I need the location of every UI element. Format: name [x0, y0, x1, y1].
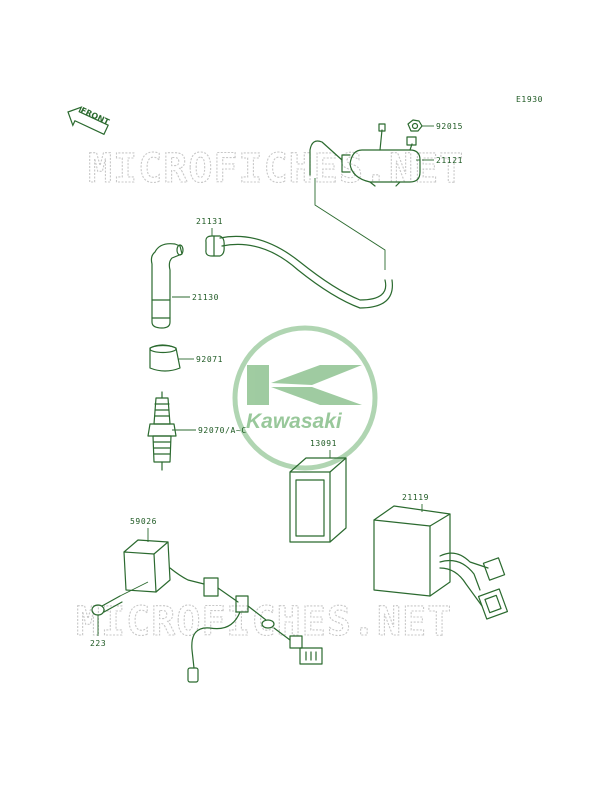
coil-wire-stub: [309, 140, 343, 176]
watermark-top: MICROFICHES.NET: [88, 146, 464, 192]
callout-21131: 21131: [196, 217, 223, 226]
spark-plug-92070: [147, 391, 177, 471]
ignition-coil: [341, 123, 421, 187]
nut-92015: [407, 119, 423, 132]
diagram-code: E1930: [516, 95, 543, 104]
boot-92071: [149, 344, 181, 372]
callout-92071: 92071: [196, 355, 223, 364]
igniter-13091: [289, 457, 347, 543]
callout-13091: 13091: [310, 439, 337, 448]
wiring-harness: [187, 577, 323, 683]
assembly-line-coil: [314, 178, 386, 270]
callout-92070: 92070/A~C: [198, 426, 247, 435]
callout-59026: 59026: [130, 517, 157, 526]
logo-k-mark: [247, 365, 362, 405]
callout-92015: 92015: [436, 122, 463, 131]
grommet-21131: [205, 235, 225, 257]
callout-223: 223: [90, 639, 106, 648]
cdi-unit-21119: [373, 505, 509, 620]
callout-21130: 21130: [192, 293, 219, 302]
callout-21121: 21121: [436, 156, 463, 165]
logo-ring: [232, 325, 378, 471]
kawasaki-logo: Kawasaki: [232, 325, 378, 471]
spark-plug-lead: [219, 235, 393, 309]
regulator-59026: [123, 539, 205, 593]
front-arrow-icon: [67, 106, 109, 136]
watermark-bottom: MICROFICHES.NET: [76, 599, 452, 645]
logo-wordmark: Kawasaki: [246, 410, 343, 433]
leader-lines: [97, 125, 434, 636]
callout-21119: 21119: [402, 493, 429, 502]
plug-cap-21130: [150, 243, 184, 329]
